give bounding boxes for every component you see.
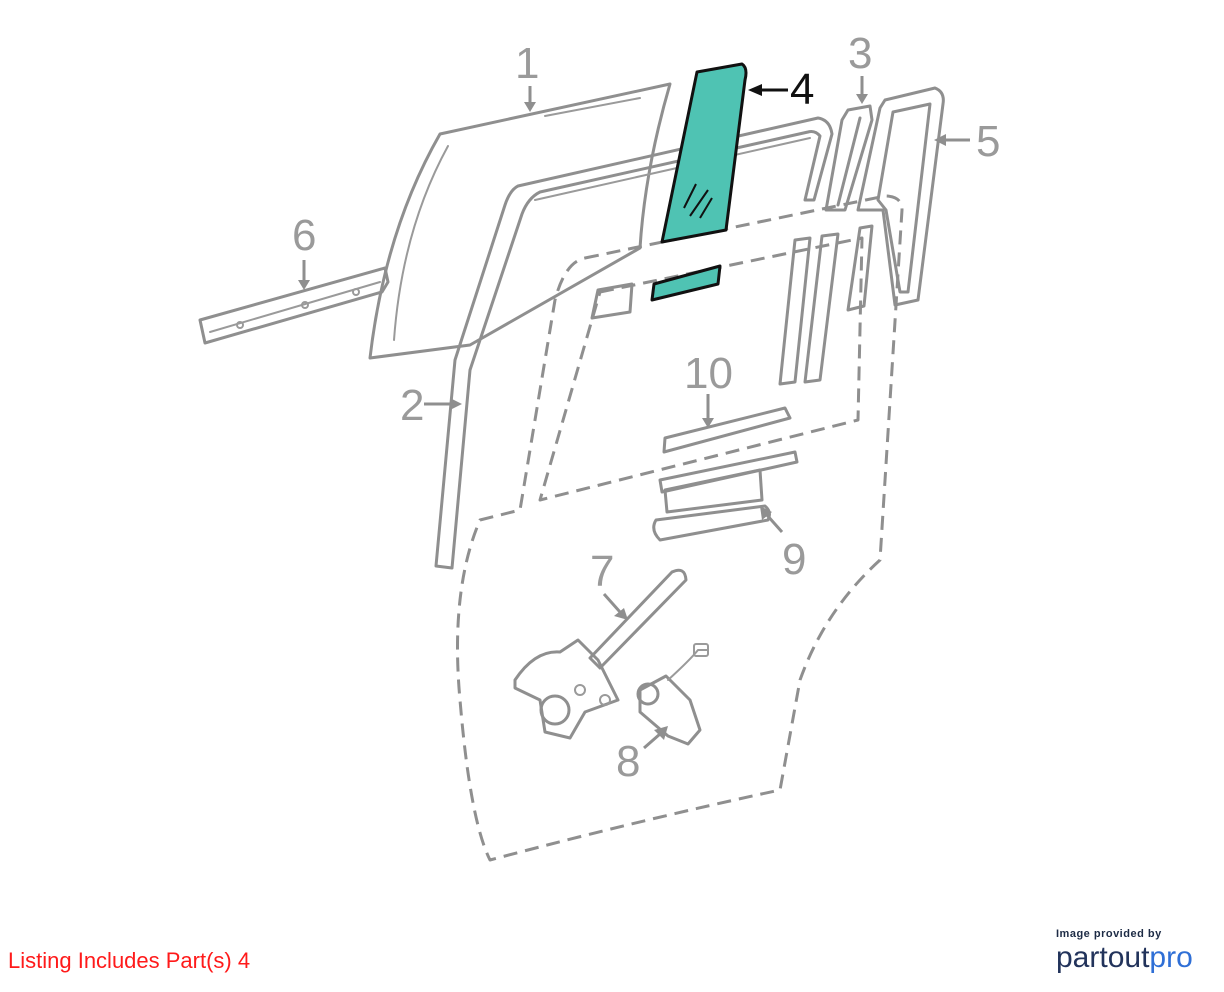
callout-6: 6: [292, 211, 316, 260]
callout-1: 1: [515, 39, 539, 88]
part-4-quarter-glass: [650, 62, 748, 302]
image-credit-text: Image provided by: [1056, 928, 1162, 940]
part-8-regulator-motor: [636, 643, 709, 746]
partoutpro-logo: partoutpro: [1056, 942, 1216, 974]
rear-run-channels: [778, 224, 874, 386]
part-3-division-bar: [824, 104, 874, 212]
callout-3: 3: [848, 29, 872, 78]
part-5-quarter-weatherstrip: [856, 86, 945, 307]
part-1-door-glass: [368, 82, 672, 360]
callout-5: 5: [976, 117, 1000, 166]
listing-note: Listing Includes Part(s) 4: [8, 948, 251, 973]
part-7-window-regulator: [513, 568, 688, 740]
callout-2: 2: [400, 381, 424, 430]
part-9-glass-bracket: [652, 450, 799, 542]
callout-4: 4: [790, 65, 814, 114]
door-shell-outline: [456, 194, 904, 862]
callout-labels: 1 2 3 4 5 6 7 8 9 10: [292, 29, 1000, 786]
part-6-glass-channel: [198, 266, 390, 345]
part-10-channel-strip: [662, 406, 792, 454]
brand-credit-block: Image provided by partoutpro: [1056, 928, 1216, 974]
callout-7: 7: [590, 547, 614, 596]
callout-10: 10: [684, 349, 733, 398]
logo-part2: pro: [1149, 941, 1193, 974]
callout-8: 8: [616, 737, 640, 786]
part-2-run-channel: [434, 116, 834, 570]
logo-part1: partout: [1056, 941, 1150, 974]
callout-9: 9: [782, 535, 806, 584]
leader-arrows: [298, 76, 970, 750]
